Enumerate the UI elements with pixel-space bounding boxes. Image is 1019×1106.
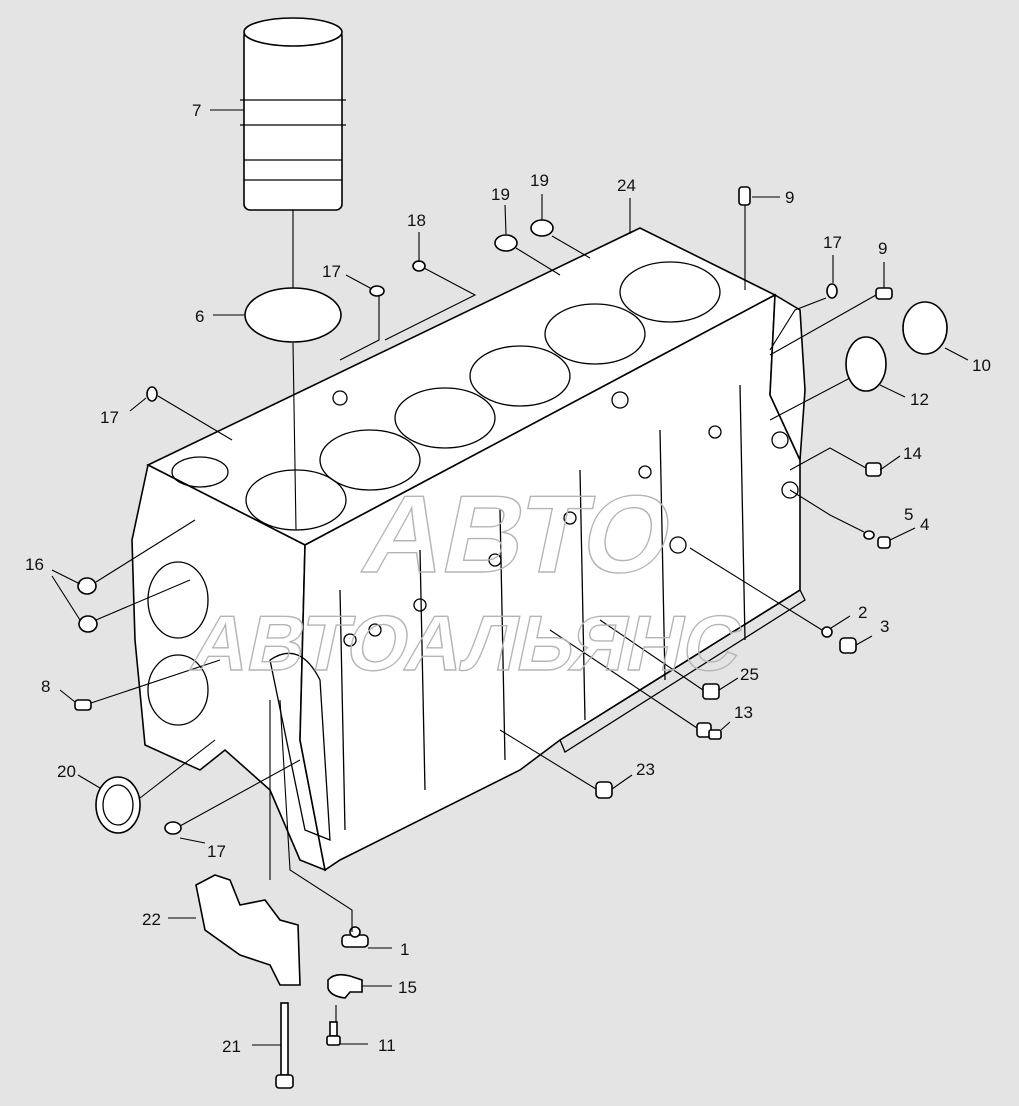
o-ring-16a (77, 577, 97, 595)
callout-8: 8 (41, 677, 50, 696)
callout-16: 16 (25, 555, 44, 574)
core-plug-b (530, 219, 554, 237)
callout-23: 23 (636, 760, 655, 779)
callout-24: 24 (617, 176, 636, 195)
oil-seal-20 (95, 776, 141, 834)
oil-jet-bracket (341, 926, 369, 948)
callout-17c: 17 (823, 233, 842, 252)
main-cap-bolt (275, 1002, 294, 1089)
callout-15: 15 (398, 978, 417, 997)
callout-13: 13 (734, 703, 753, 722)
callout-25: 25 (740, 665, 759, 684)
callout-17a: 17 (322, 262, 341, 281)
threaded-plug-e (595, 781, 613, 799)
rear-cover-plug (902, 301, 948, 355)
washer-b (821, 626, 833, 638)
callout-22: 22 (142, 910, 161, 929)
callout-11: 11 (378, 1036, 396, 1055)
piston-cooling-nozzle (696, 722, 722, 740)
main-bearing-cap (195, 874, 301, 986)
callout-20: 20 (57, 762, 76, 781)
dowel-pin-b (875, 287, 893, 300)
threaded-plug-b (877, 536, 891, 549)
cover-seal-ring (845, 336, 887, 392)
cylinder-block (131, 227, 806, 872)
clip-15 (327, 973, 363, 999)
callout-1: 1 (400, 940, 409, 959)
o-ring-b (146, 386, 158, 402)
callout-9a: 9 (785, 188, 794, 207)
threaded-plug-a (865, 462, 882, 477)
callout-19b: 19 (530, 171, 549, 190)
callout-17b: 17 (100, 408, 119, 427)
watermark: АВТО АВТОАЛЬЯНС (183, 471, 751, 687)
core-plug-a (494, 234, 518, 252)
callout-19a: 19 (491, 185, 510, 204)
threaded-plug-c (839, 637, 857, 654)
callout-3: 3 (880, 617, 889, 636)
o-ring-d (164, 821, 182, 835)
dowel-pin-8 (74, 699, 92, 711)
leader-lines (51, 109, 969, 1046)
callout-9b: 9 (878, 239, 887, 258)
watermark-line-1: АВТО (353, 472, 684, 596)
watermark-line-2: АВТОАЛЬЯНС (184, 600, 750, 687)
callout-18: 18 (407, 211, 426, 230)
callout-7: 7 (192, 101, 201, 120)
callout-6: 6 (195, 307, 204, 326)
bolt-11 (326, 1021, 341, 1046)
callout-14: 14 (903, 444, 922, 463)
o-ring-16b (78, 615, 98, 633)
small-ring (412, 260, 426, 272)
o-ring-c (826, 283, 838, 299)
washer-a (863, 530, 875, 540)
callout-5: 5 (904, 505, 913, 524)
callout-2: 2 (858, 603, 867, 622)
cylinder-liner (240, 17, 346, 211)
callout-labels: 7 6 17 17 17 17 18 19 19 24 9 9 10 12 14… (25, 101, 991, 1056)
liner-seal-ring (244, 287, 342, 343)
threaded-plug-d (702, 683, 720, 700)
callout-21: 21 (222, 1037, 241, 1056)
callout-10: 10 (972, 356, 991, 375)
callout-4: 4 (920, 515, 929, 534)
callout-12: 12 (910, 390, 929, 409)
callout-17d: 17 (207, 842, 226, 861)
o-ring-a (369, 285, 385, 297)
dowel-pin-a (738, 186, 751, 206)
